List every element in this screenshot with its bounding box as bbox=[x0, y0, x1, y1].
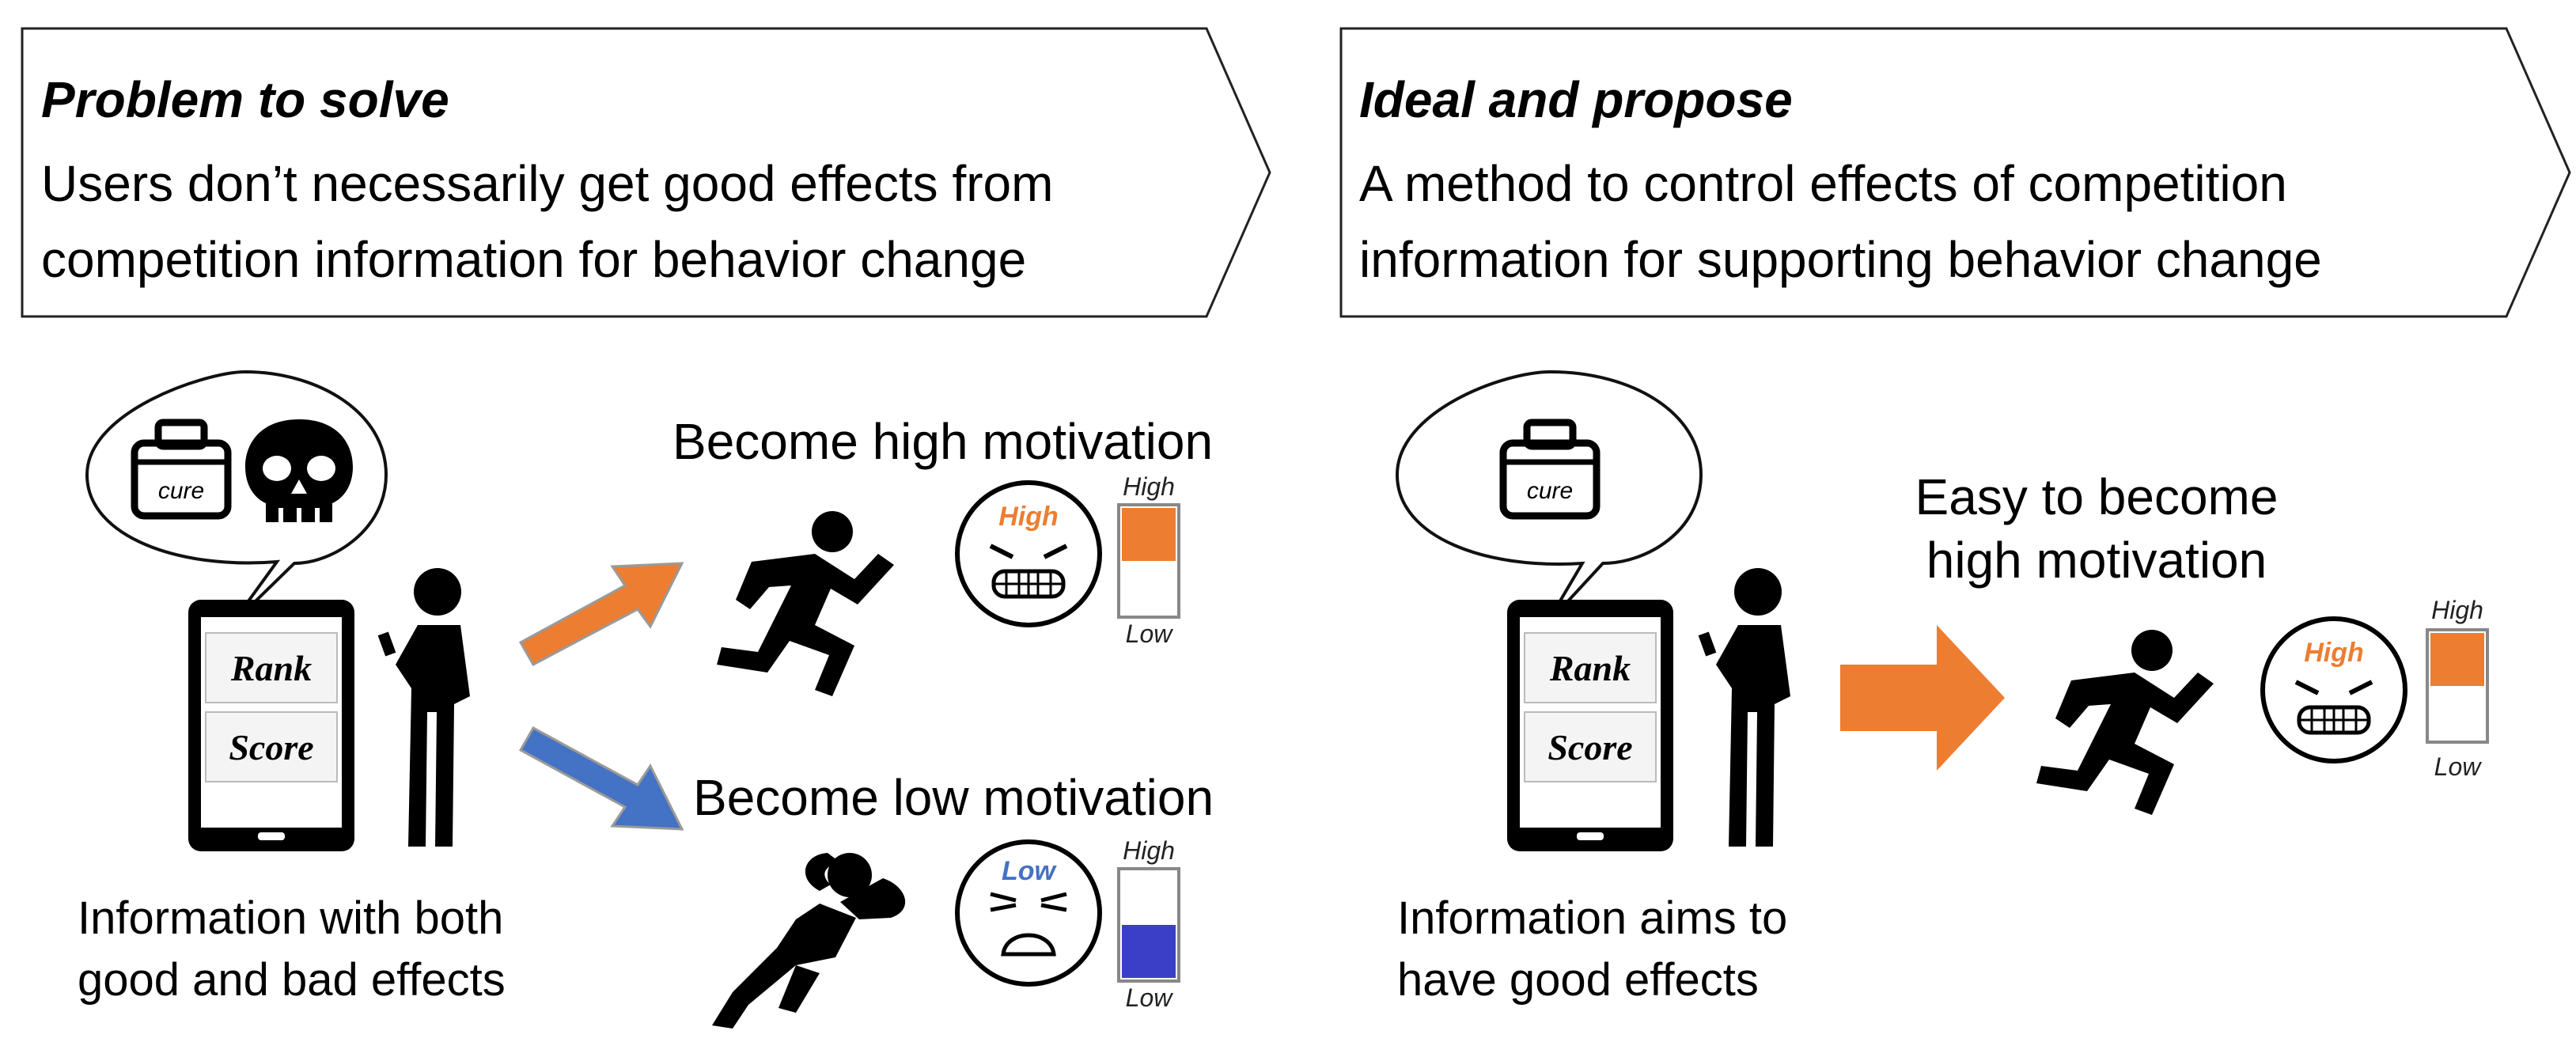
left-phone: Rank Score bbox=[188, 600, 354, 851]
cure-label: cure bbox=[158, 478, 204, 504]
gauge-fill bbox=[1122, 508, 1176, 561]
standing-person-icon bbox=[377, 568, 470, 847]
gauge-fill bbox=[2430, 633, 2484, 686]
phone-rank-label: Rank bbox=[230, 648, 312, 688]
phone-score-label: Score bbox=[1547, 727, 1632, 767]
high-face-label: High bbox=[998, 502, 1059, 532]
right-phone: Rank Score bbox=[1507, 600, 1673, 851]
high-branch-title: Become high motivation bbox=[672, 413, 1213, 470]
gauge-bottom-label: Low bbox=[1126, 983, 1174, 1012]
phone-score-label: Score bbox=[229, 727, 313, 767]
ideal-banner: Ideal and propose A method to control ef… bbox=[1339, 27, 2571, 318]
left-caption-line-2: good and bad effects bbox=[78, 954, 506, 1006]
low-motivation-gauge: High Low bbox=[1117, 836, 1180, 1012]
orange-arrow-up bbox=[518, 562, 684, 667]
blue-arrow-down bbox=[518, 726, 684, 831]
left-speech-bubble: cure bbox=[85, 369, 388, 627]
result-motivation-gauge: High Low bbox=[2426, 596, 2489, 781]
medicine-bag-icon: cure bbox=[131, 419, 232, 520]
gauge-bottom-label: Low bbox=[2434, 752, 2483, 781]
problem-line-1: Users don’t necessarily get good effects… bbox=[41, 155, 1053, 212]
skull-icon bbox=[245, 419, 353, 522]
low-face-icon: Low bbox=[955, 839, 1102, 987]
gauge-bottom-label: Low bbox=[1126, 620, 1174, 648]
ideal-heading: Ideal and propose bbox=[1359, 71, 1793, 128]
result-face-label: High bbox=[2304, 638, 2364, 668]
low-face-label: Low bbox=[1002, 856, 1058, 886]
standing-person-icon bbox=[1698, 568, 1790, 847]
result-title-line-1: Easy to become bbox=[1915, 468, 2279, 525]
result-title-line-2: high motivation bbox=[1926, 532, 2267, 589]
gauge-fill bbox=[1122, 925, 1176, 978]
ideal-line-1: A method to control effects of competiti… bbox=[1359, 155, 2287, 212]
gauge-top-label: High bbox=[1123, 472, 1175, 501]
running-person-icon bbox=[717, 511, 894, 696]
gauge-top-label: High bbox=[1123, 836, 1175, 865]
running-person-icon bbox=[2036, 630, 2214, 815]
problem-banner: Problem to solve Users don’t necessarily… bbox=[21, 27, 1271, 318]
high-face-icon: High bbox=[955, 480, 1102, 627]
right-caption-line-1: Information aims to bbox=[1397, 892, 1787, 944]
orange-arrow-right bbox=[1840, 625, 2005, 771]
ideal-line-2: information for supporting behavior chan… bbox=[1359, 231, 2322, 288]
right-caption-line-2: have good effects bbox=[1397, 954, 1759, 1006]
high-face-icon: High bbox=[2260, 616, 2407, 764]
medicine-bag-icon: cure bbox=[1499, 419, 1601, 520]
problem-heading: Problem to solve bbox=[41, 71, 449, 128]
right-speech-bubble: cure bbox=[1395, 369, 1703, 627]
cure-label: cure bbox=[1527, 478, 1573, 504]
gauge-top-label: High bbox=[2431, 596, 2483, 624]
low-branch-title: Become low motivation bbox=[693, 769, 1214, 826]
phone-rank-label: Rank bbox=[1549, 648, 1631, 688]
lounging-person-icon bbox=[712, 853, 906, 1029]
left-caption-line-1: Information with both bbox=[78, 892, 503, 944]
problem-line-2: competition information for behavior cha… bbox=[41, 231, 1026, 288]
high-motivation-gauge: High Low bbox=[1117, 472, 1180, 648]
